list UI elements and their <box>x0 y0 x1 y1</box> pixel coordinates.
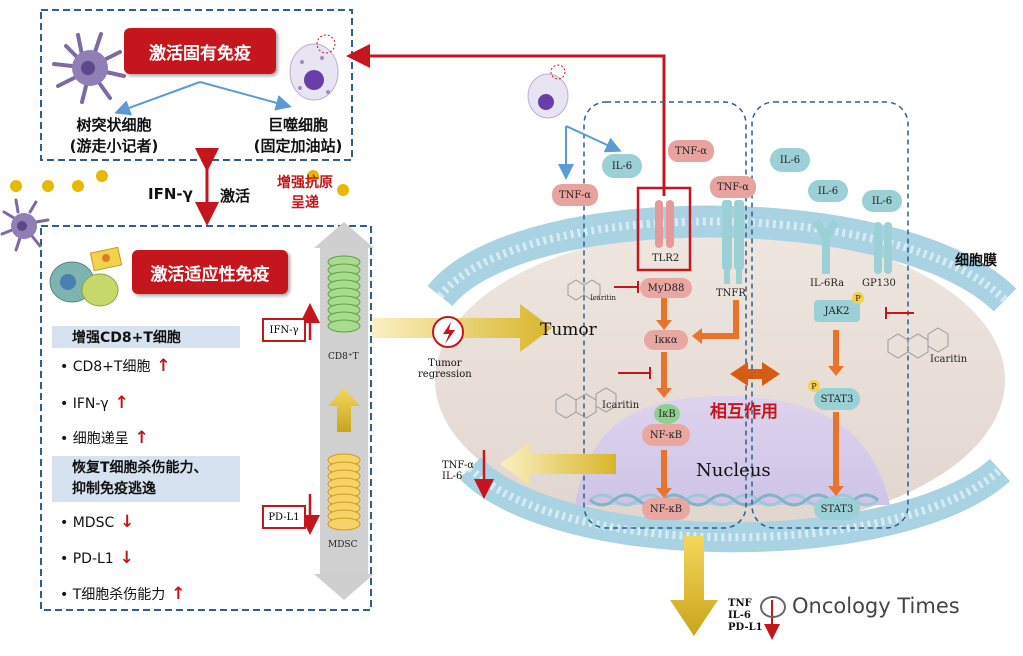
macrophage-icon <box>289 34 339 101</box>
phospho-badge-jak2: P <box>852 292 864 304</box>
list-item: • 细胞递呈 ↑ <box>60 428 149 448</box>
up-arrow-icon: ↑ <box>128 428 149 448</box>
phospho-badge-stat3: P <box>808 380 820 392</box>
dendritic-cell-label: 树突状细胞(游走小记者) <box>69 116 159 155</box>
ikb-node: IκB <box>654 404 680 424</box>
il6-ligand-3: IL-6 <box>808 180 848 202</box>
interaction-arrow <box>730 362 780 386</box>
wechat-icon <box>760 596 786 618</box>
list-item: • CD8+T细胞 ↑ <box>60 356 171 376</box>
gp130-receptor <box>874 222 892 274</box>
tnf-pathway-box <box>583 101 747 529</box>
bullet-dot: • <box>60 551 73 567</box>
icaritin-label-3: Icaritin <box>930 354 968 365</box>
cytokine-out-arrow <box>500 442 616 486</box>
gp130-label: GP130 <box>862 278 896 289</box>
il6-ligand-1: IL-6 <box>602 154 642 178</box>
list-item-label: CD8+T细胞 <box>72 359 151 375</box>
up-arrow-icon: ↑ <box>150 356 171 376</box>
list-item-label: MDSC <box>72 515 115 531</box>
cd8-label: CD8⁺T <box>328 352 359 362</box>
tcell-section-header: 恢复T细胞杀伤能力、抑制免疫逃逸 <box>52 456 240 502</box>
tnfr-label: TNFR <box>716 288 746 299</box>
jak2-node: JAK2 <box>814 300 860 322</box>
cell-disc <box>327 517 361 531</box>
tlr2-label: TLR2 <box>652 253 680 264</box>
mdsc-label: MDSC <box>328 540 358 550</box>
gold-up-arrow <box>328 388 360 432</box>
macrophage-small-icon <box>527 64 569 119</box>
interaction-label: 相互作用 <box>710 402 778 422</box>
antigen-presentation-label: 增强抗原呈递 <box>277 175 333 211</box>
list-item: • T细胞杀伤能力 ↑ <box>60 584 185 604</box>
bullet-dot: • <box>60 359 73 375</box>
cell-membrane-label: 细胞膜 <box>955 253 997 269</box>
nfkb-nucleus-node: NF-κB <box>642 498 690 520</box>
activate-label: 激活 <box>220 187 251 205</box>
bullet-dot: • <box>60 515 73 531</box>
il6ra-receptor <box>812 219 840 274</box>
cd8-cell-stack-icon <box>327 255 361 333</box>
list-item: • IFN-γ ↑ <box>60 393 129 413</box>
list-item-label: IFN-γ <box>72 396 109 412</box>
nucleus-label: Nucleus <box>696 460 771 481</box>
tumor-label: Tumor <box>540 320 597 340</box>
innate-immunity-title: 激活固有免疫 <box>124 28 276 74</box>
up-arrow-icon: ↑ <box>108 393 129 413</box>
inhibition-lines <box>614 281 914 379</box>
il6-pathway-box <box>751 101 909 529</box>
list-item-label: T细胞杀伤能力 <box>72 587 166 603</box>
down-arrow-icon: ↓ <box>113 548 134 568</box>
il6ra-label: IL-6Ra <box>810 278 845 289</box>
icaritin-structure-icon <box>555 279 949 419</box>
list-item: • PD-L1 ↓ <box>60 548 134 568</box>
adaptive-immunity-title: 激活适应性免疫 <box>132 250 288 294</box>
pdl1-box: PD-L1 <box>262 505 306 529</box>
bullet-dot: • <box>60 396 73 412</box>
tlr2-feedback-arrow <box>346 44 666 196</box>
tlr2-highlight-box <box>636 186 692 272</box>
bullet-dot: • <box>60 587 73 603</box>
cd8-section-header: 增强CD8+T细胞 <box>52 326 240 348</box>
tnfa-ligand-2: TNF-α <box>552 184 598 206</box>
icaritin-label-2: Icaritin <box>602 400 640 411</box>
myd88-node: MyD88 <box>640 278 692 298</box>
stat3-node: STAT3 <box>814 388 860 410</box>
tnfa-ligand-1: TNF-α <box>668 140 714 162</box>
bullet-dot: • <box>60 431 73 447</box>
il6-ligand-4: IL-6 <box>862 190 902 212</box>
ifn-gamma-label: IFN-γ <box>148 185 193 203</box>
icaritin-label-1: Icaritin <box>590 294 617 302</box>
up-arrow-icon: ↑ <box>165 584 186 604</box>
il6-ligand-2: IL-6 <box>770 148 810 172</box>
list-item-label: 细胞递呈 <box>72 431 129 447</box>
mdsc-cell-stack-icon <box>327 453 361 531</box>
macrophage-label: 巨噬细胞(固定加油站) <box>253 116 343 155</box>
nfkb-node: NF-κB <box>642 424 690 446</box>
nucleus <box>575 396 890 505</box>
signal-arrows <box>661 298 839 488</box>
adaptive-panel-border <box>40 225 372 611</box>
t-cell-interaction-icon <box>49 246 123 307</box>
stat3-nucleus-node: STAT3 <box>814 498 860 520</box>
list-item-label: PD-L1 <box>72 551 114 567</box>
dendritic-cell-small-icon <box>0 198 50 252</box>
ifn-gamma-box: IFN-γ <box>262 318 306 342</box>
dendritic-cell-icon <box>52 32 126 104</box>
list-item: • MDSC ↓ <box>60 512 134 532</box>
tnfa-ligand-3: TNF-α <box>710 176 756 198</box>
ikka-node: Iκκα <box>644 330 688 350</box>
down-arrow-icon: ↓ <box>114 512 135 532</box>
cell-disc <box>327 319 361 333</box>
tnfr-receptor <box>722 200 744 284</box>
secretion-down-arrow <box>670 536 718 636</box>
watermark: Oncology Times <box>760 594 960 618</box>
